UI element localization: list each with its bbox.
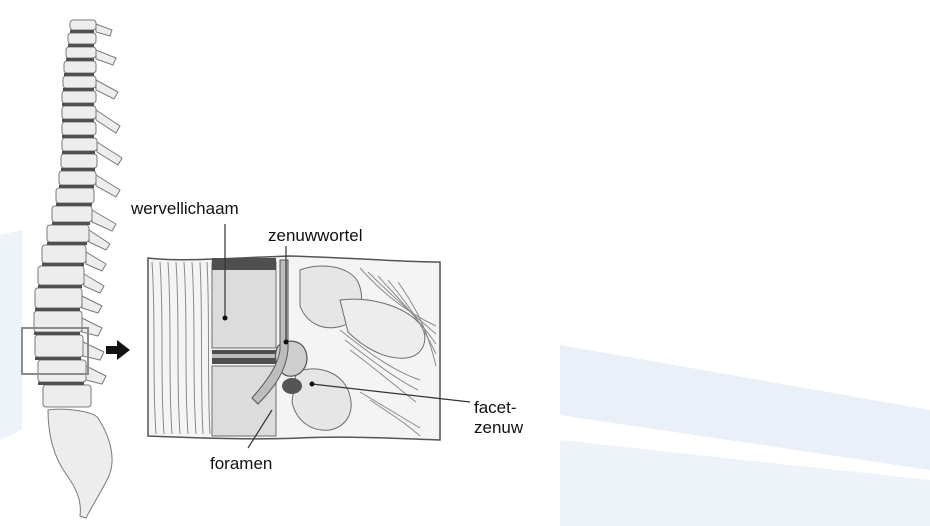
detail-cross-section [148, 224, 470, 448]
label-foramen: foramen [210, 454, 272, 474]
label-facet-zenuw: facet- zenuw [474, 398, 523, 438]
right-arrow-icon [106, 340, 130, 360]
vertebral-body-lower [212, 366, 276, 436]
foramen-opening [282, 378, 302, 394]
label-zenuwwortel: zenuwwortel [268, 226, 363, 246]
spine-illustration [34, 20, 122, 518]
leader-dot-body [223, 316, 228, 321]
leader-dot-facet [310, 382, 315, 387]
label-wervellichaam: wervellichaam [131, 199, 239, 219]
sacrum [48, 409, 112, 518]
disc-upper [212, 258, 276, 270]
leader-dot-root [284, 340, 289, 345]
vertebral-body-upper [212, 262, 276, 348]
disc-mid-light [212, 354, 276, 358]
